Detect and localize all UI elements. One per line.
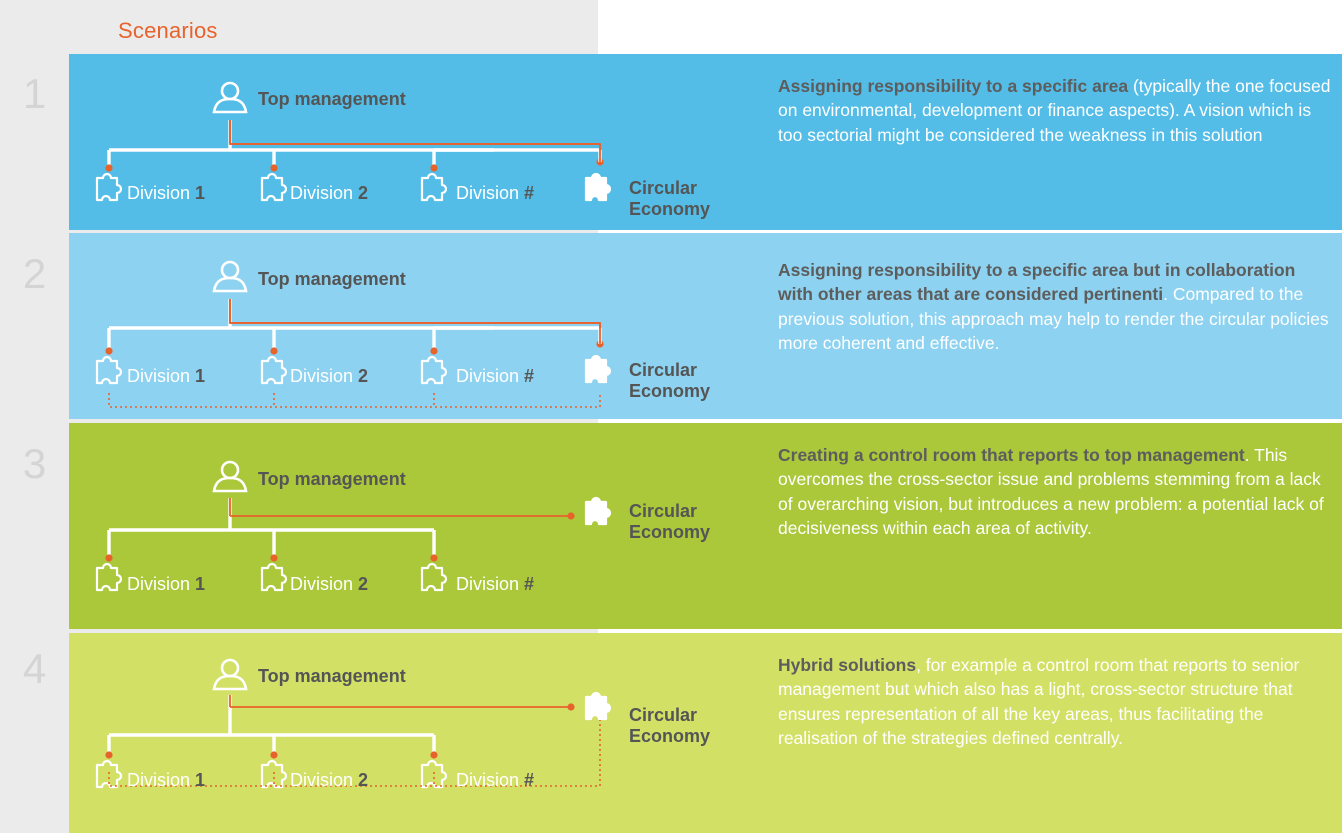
connector-dot <box>567 512 575 520</box>
top-management-label: Top management <box>258 89 406 109</box>
section-title: Scenarios <box>118 18 218 43</box>
connector-dot <box>105 554 113 562</box>
orange-connector <box>229 299 601 344</box>
person-icon <box>212 658 248 691</box>
division-1-label: Division 1 <box>127 183 206 203</box>
circular-economy-puzzle-icon <box>584 691 612 721</box>
top-management-label: Top management <box>258 666 406 686</box>
puzzle-piece-icon <box>260 562 288 592</box>
connector-dot <box>270 554 278 562</box>
org-chart-svg-1 <box>95 81 612 202</box>
division-1-label: Division 1 <box>127 770 206 790</box>
scenario-number-3: 3 <box>22 440 47 487</box>
org-diagram-2: Top management Division 1 Division 2 Div… <box>69 233 769 419</box>
dotted-crosslink <box>108 393 601 408</box>
division-1-label: Division 1 <box>127 574 206 594</box>
org-chart-svg-2 <box>95 260 612 408</box>
top-management-label: Top management <box>258 469 406 489</box>
connector-dot <box>567 703 575 711</box>
circular-economy-puzzle-icon <box>584 172 612 202</box>
division-2-label: Division 2 <box>290 770 369 790</box>
scenario-number-4: 4 <box>22 645 47 692</box>
division-hash-label: Division # <box>456 183 535 203</box>
scenario-row-4: Top management Division 1 Division 2 Div… <box>69 633 1342 833</box>
org-diagram-3: Top management Division 1 Division 2 Div… <box>69 423 769 629</box>
connector-dot <box>105 751 113 759</box>
dotted-crosslink <box>108 720 601 787</box>
puzzle-piece-icon <box>95 355 123 385</box>
puzzle-piece-icon <box>420 172 448 202</box>
connector-dot <box>430 164 438 172</box>
scenario-description-1: Assigning responsibility to a specific a… <box>778 76 1331 145</box>
scenario-number-1: 1 <box>22 70 47 117</box>
connector-dot <box>105 347 113 355</box>
division-hash-label: Division # <box>456 366 535 386</box>
scenario-description-4: Hybrid solutions, for example a control … <box>778 655 1300 748</box>
puzzle-piece-icon <box>260 172 288 202</box>
division-1-label: Division 1 <box>127 366 206 386</box>
division-2-label: Division 2 <box>290 183 369 203</box>
puzzle-piece-icon <box>95 562 123 592</box>
org-diagram-4: Top management Division 1 Division 2 Div… <box>69 633 769 833</box>
division-hash-label: Division # <box>456 574 535 594</box>
scenario-row-3: Top management Division 1 Division 2 Div… <box>69 423 1342 629</box>
puzzle-piece-icon <box>420 759 448 789</box>
top-management-label: Top management <box>258 269 406 289</box>
puzzle-piece-icon <box>95 172 123 202</box>
puzzle-piece-icon <box>260 759 288 789</box>
circular-economy-puzzle-icon <box>584 354 612 384</box>
connector-dot <box>430 751 438 759</box>
scenario-number-2: 2 <box>22 250 47 297</box>
scenario-description-3: Creating a control room that reports to … <box>778 445 1324 538</box>
connector-dot <box>270 347 278 355</box>
puzzle-piece-icon <box>420 562 448 592</box>
circular-economy-puzzle-icon <box>584 496 612 526</box>
division-2-label: Division 2 <box>290 366 369 386</box>
puzzle-piece-icon <box>95 759 123 789</box>
connector-dot <box>105 164 113 172</box>
connector-dot <box>270 751 278 759</box>
org-chart-svg-4 <box>95 658 612 789</box>
scenario-row-1: Top management Division 1 Division 2 Div… <box>69 54 1342 230</box>
org-diagram-1: Top management Division 1 Division 2 Div… <box>69 54 769 230</box>
person-icon <box>212 460 248 493</box>
division-hash-label: Division # <box>456 770 535 790</box>
org-chart-svg-3 <box>95 460 612 592</box>
connector-dot <box>430 347 438 355</box>
puzzle-piece-icon <box>260 355 288 385</box>
division-2-label: Division 2 <box>290 574 369 594</box>
connector-dot <box>270 164 278 172</box>
puzzle-piece-icon <box>420 355 448 385</box>
scenario-row-2: Top management Division 1 Division 2 Div… <box>69 233 1342 419</box>
scenario-description-2: Assigning responsibility to a specific a… <box>778 260 1329 353</box>
orange-connector <box>229 120 601 162</box>
person-icon <box>212 260 248 293</box>
connector-dot <box>430 554 438 562</box>
person-icon <box>212 81 248 114</box>
